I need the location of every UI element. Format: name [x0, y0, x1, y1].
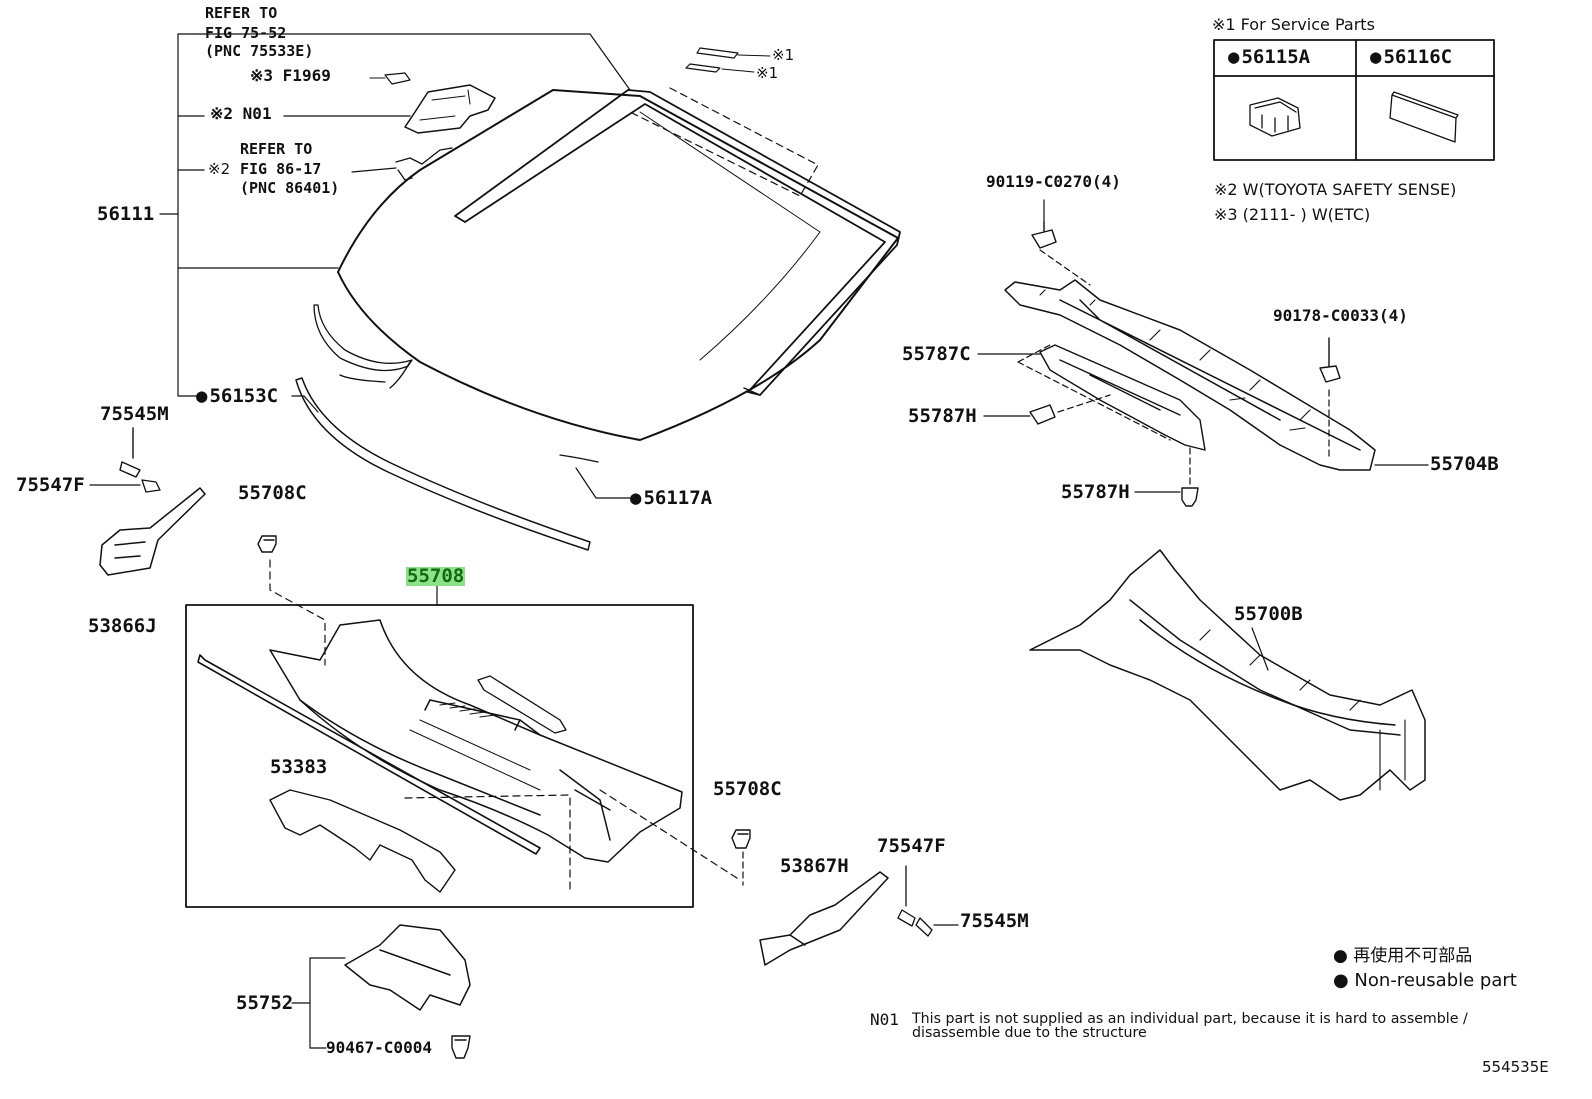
service-parts-table	[1213, 39, 1495, 161]
refer-fig75-line3[interactable]: (PNC 75533E)	[205, 42, 314, 60]
cowl-bracket-55787C	[1039, 344, 1206, 451]
part-55752[interactable]: 55752	[236, 992, 294, 1014]
service-part-56116C-image	[1389, 91, 1459, 143]
note-2-toyota-safety-sense: ※2 W(TOYOTA SAFETY SENSE)	[1214, 180, 1457, 199]
part-55704B[interactable]: 55704B	[1430, 453, 1499, 475]
refer-fig86-line1[interactable]: REFER TO	[240, 140, 313, 158]
part-55708-highlighted[interactable]: 55708	[406, 565, 466, 587]
cowl-top-panel-55704B	[1004, 279, 1376, 471]
service-part-dashed-area	[629, 87, 819, 197]
leader-lines-56111	[159, 33, 631, 413]
part-55787C[interactable]: 55787C	[902, 343, 971, 365]
note-n01-code: N01	[870, 1010, 899, 1029]
service-part-56115A-image	[1249, 97, 1301, 137]
label-mark1-b: ※1	[756, 64, 779, 82]
part-53867H[interactable]: 53867H	[780, 855, 849, 877]
clip-90467	[451, 1035, 471, 1059]
bolt-90119	[1031, 221, 1057, 249]
nonreusable-legend-en: ● Non-reusable part	[1333, 970, 1517, 991]
cowl-bracket-55752	[344, 924, 471, 1011]
clip-55708C-b	[731, 829, 751, 849]
cowl-louver-55708	[269, 619, 683, 863]
service-part-56115A-label[interactable]: 56115A	[1228, 48, 1310, 67]
label-mark1-a: ※1	[772, 46, 795, 64]
part-75547F-b[interactable]: 75547F	[877, 835, 946, 857]
sensor-bracket-n01	[404, 84, 496, 134]
part-55708C-a[interactable]: 55708C	[238, 482, 307, 504]
part-53866J[interactable]: 53866J	[88, 615, 157, 637]
cowl-bracket-lower	[269, 789, 456, 893]
cowl-side-seal-53867H	[759, 871, 889, 966]
clip-55787H-a	[1029, 404, 1056, 425]
service-part-56116C-label[interactable]: 56116C	[1370, 48, 1452, 67]
windshield-molding	[454, 89, 901, 396]
part-75547F-a[interactable]: 75547F	[16, 474, 85, 496]
clip-75545M-a	[119, 427, 141, 478]
part-55700B[interactable]: 55700B	[1234, 603, 1303, 625]
clip-55787H-b	[1181, 487, 1199, 507]
part-90178-C0033[interactable]: 90178-C0033(4)	[1273, 306, 1408, 325]
cowl-panel-55700B	[1029, 549, 1426, 801]
part-53383[interactable]: 53383	[270, 756, 328, 778]
note-n01-text-line2: disassemble due to the structure	[912, 1025, 1147, 1041]
hood-seal-53383	[197, 654, 541, 855]
part-56153C[interactable]: 56153C	[196, 387, 278, 406]
part-55787H-a[interactable]: 55787H	[908, 405, 977, 427]
assembly-box-55708	[185, 604, 694, 908]
refer-fig75-line2[interactable]: FIG 75-52	[205, 24, 287, 42]
refer-fig86-line2[interactable]: FIG 86-17	[240, 160, 322, 178]
part-90467-C0004[interactable]: 90467-C0004	[326, 1038, 432, 1057]
nut-90178	[1319, 337, 1341, 383]
label-mark2-prefix: ※2	[208, 160, 231, 178]
part-56117A[interactable]: 56117A	[630, 489, 712, 508]
clip-75547F-a	[89, 479, 161, 493]
part-90119-C0270[interactable]: 90119-C0270(4)	[986, 172, 1121, 191]
sensor-wire	[395, 147, 453, 181]
clip-55708C-a	[257, 535, 277, 553]
glass-weatherstrip-56153C	[295, 377, 591, 551]
part-55787H-b[interactable]: 55787H	[1061, 481, 1130, 503]
part-75545M-a[interactable]: 75545M	[100, 403, 169, 425]
nonreusable-legend-jp: ● 再使用不可部品	[1333, 946, 1473, 966]
note-n01-text-line1: This part is not supplied as an individu…	[912, 1011, 1468, 1027]
cowl-side-seal-53866J	[99, 487, 206, 576]
refer-fig86-line3[interactable]: (PNC 86401)	[240, 179, 340, 197]
part-55708C-b[interactable]: 55708C	[713, 778, 782, 800]
label-mark3-f1969[interactable]: ※3 F1969	[250, 66, 331, 85]
windshield-glass	[337, 89, 899, 441]
label-mark2-n01[interactable]: ※2 N01	[210, 104, 272, 123]
service-parts-title: ※1 For Service Parts	[1212, 15, 1375, 34]
note-3-etc: ※3 (2111- ) W(ETC)	[1214, 205, 1371, 224]
part-75545M-b[interactable]: 75545M	[960, 910, 1029, 932]
refer-fig75-line1[interactable]: REFER TO	[205, 4, 278, 22]
figure-number: 554535E	[1482, 1058, 1549, 1076]
part-56111[interactable]: 56111	[97, 203, 155, 225]
